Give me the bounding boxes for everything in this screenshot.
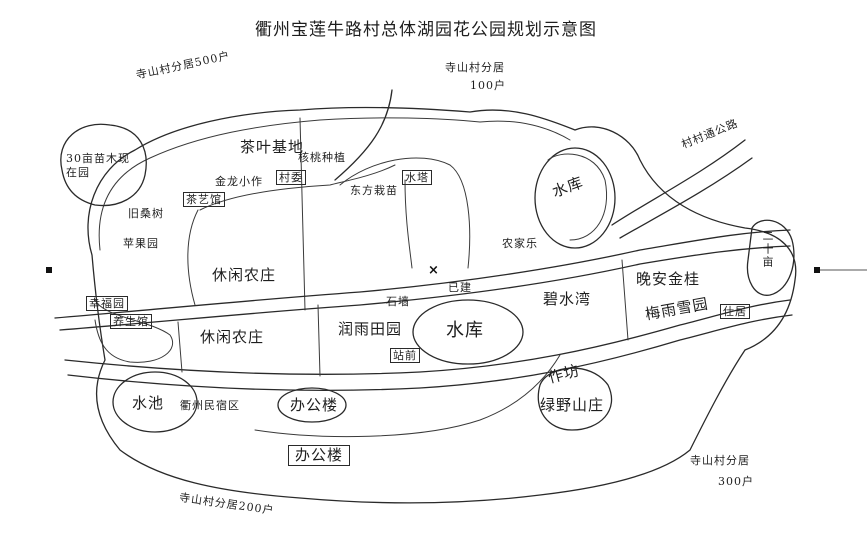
- label-office-box[interactable]: 办公楼: [288, 445, 351, 466]
- box-hall[interactable]: 村委: [276, 170, 306, 185]
- center-marker[interactable]: ×: [428, 263, 439, 278]
- main-road-south: [59, 245, 791, 331]
- label-mid-mark: 已建: [448, 281, 472, 294]
- box-left-2[interactable]: 养生馆: [110, 314, 152, 329]
- label-ag-farm: 旧桑树: [128, 207, 164, 220]
- label-north-village: 寺山村分居: [445, 61, 505, 74]
- tea-farm-outline: [199, 164, 396, 211]
- reservoir-mid-shape: [412, 299, 524, 365]
- lower-road-north: [64, 299, 791, 376]
- mid-vertical-road: [404, 179, 413, 269]
- lower-road-south: [67, 314, 793, 391]
- box-health[interactable]: 仕居: [720, 304, 750, 319]
- box-left-1[interactable]: 幸福园: [86, 296, 128, 311]
- label-old-wall: 石墙: [386, 295, 410, 308]
- label-walnut-park: 核桃种植: [298, 151, 346, 164]
- park-inner-contour: [98, 117, 571, 251]
- main-road-north: [54, 229, 791, 319]
- label-apple-farm: 苹果园: [123, 237, 159, 250]
- west-field-arc: [187, 209, 199, 306]
- connector-east: [621, 259, 629, 341]
- tea-farm-divider: [299, 117, 306, 311]
- seed-hill-loop: [537, 367, 613, 431]
- twenty-mu-outline: [746, 219, 795, 296]
- label-bamboo: 晚安金桂: [636, 270, 701, 288]
- office-oval-shape: [277, 387, 347, 423]
- label-se-village-count: 300户: [718, 475, 754, 488]
- box-station[interactable]: 站前: [390, 348, 420, 363]
- south-road: [254, 354, 561, 438]
- label-office-oval[interactable]: 办公楼: [290, 396, 339, 414]
- map-title: 衢州宝莲牛路村总体湖园花公园规划示意图: [255, 20, 597, 40]
- east-orchard-arc: [339, 157, 471, 269]
- park-outer-boundary: [87, 106, 797, 504]
- connector-mid: [317, 304, 321, 377]
- label-village-house: 衢州民宿区: [180, 399, 240, 412]
- connector-west: [177, 321, 183, 373]
- village-road-north: [611, 139, 746, 226]
- label-pool-sw: 水池: [132, 394, 165, 412]
- label-seedling-garden: 30亩苗木现在园: [66, 152, 130, 180]
- label-se-village: 寺山村分居: [690, 454, 750, 467]
- label-tea-farm: 茶叶基地: [240, 138, 305, 156]
- label-reservoir-mid: 水库: [446, 320, 484, 341]
- west-entrance-loop: [94, 299, 173, 363]
- label-landscape-field-1: 休闲农庄: [212, 266, 277, 284]
- pool-sw-shape: [112, 371, 198, 433]
- label-north-village-count: 100户: [470, 79, 506, 92]
- box-teahouse[interactable]: 茶艺馆: [183, 192, 225, 207]
- label-orchard-field: 润雨田园: [338, 320, 403, 338]
- reservoir-top-inner: [547, 153, 607, 241]
- left-handle[interactable]: [46, 267, 52, 273]
- label-farmhouse: 农家乐: [502, 237, 538, 250]
- north-vertical-road: [334, 89, 393, 181]
- seedling-garden-outline: [60, 123, 147, 207]
- reservoir-top-shape: [534, 147, 616, 249]
- right-handle[interactable]: [814, 267, 820, 273]
- label-east-orchard: 东方栽苗: [350, 184, 398, 197]
- label-guanlong: 金龙小作: [215, 175, 263, 188]
- label-seed-hill: 绿野山庄: [540, 396, 605, 414]
- box-pump[interactable]: 水塔: [402, 170, 432, 185]
- label-bishui-bay: 碧水湾: [543, 290, 592, 308]
- village-road-south: [619, 157, 753, 239]
- label-landscape-field-2: 休闲农庄: [200, 328, 265, 346]
- label-twenty-mu: 二十亩: [761, 230, 774, 269]
